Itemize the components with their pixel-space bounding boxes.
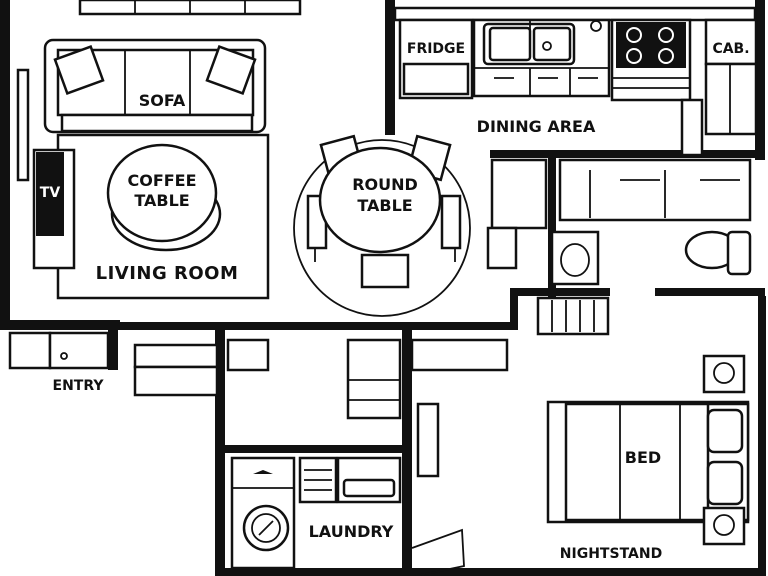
coffee-table-label-line2: TABLE	[134, 191, 189, 210]
bed: BED	[546, 400, 750, 524]
kitchen-counter	[472, 18, 611, 98]
fridge: FRIDGE	[398, 18, 474, 100]
laundry-label: LAUNDRY	[309, 522, 394, 541]
coffee-table-label-line1: COFFEE	[127, 171, 196, 190]
living-room: SOFA COFFEE TABLE TV LIVING ROOM	[16, 0, 302, 300]
living-room-label: LIVING ROOM	[96, 263, 239, 284]
nightstand-label: NIGHTSTAND	[560, 546, 662, 562]
sofa: SOFA	[43, 38, 267, 134]
tv-label: TV	[40, 185, 61, 201]
bathroom	[486, 158, 752, 336]
dining-area: ROUND TABLE	[293, 134, 471, 317]
bedroom: BED NIGHTSTAND	[546, 354, 750, 562]
laundry: LAUNDRY	[230, 456, 465, 576]
tv: TV	[16, 68, 76, 270]
entry: ENTRY	[8, 331, 270, 397]
dining-area-label: DINING AREA	[477, 117, 596, 136]
hall-closet	[346, 338, 509, 478]
cabinet: CAB.	[704, 18, 758, 136]
sofa-label: SOFA	[139, 91, 186, 110]
nightstand-top	[702, 354, 746, 394]
nightstand-bottom	[702, 506, 746, 546]
stove	[610, 18, 692, 102]
fridge-label: FRIDGE	[407, 41, 465, 57]
entry-label: ENTRY	[53, 378, 105, 394]
bed-label: BED	[625, 448, 661, 467]
round-table-label-line2: TABLE	[357, 196, 412, 215]
kitchen: FRIDGE	[393, 6, 758, 157]
round-table-label-line1: ROUND	[352, 175, 418, 194]
cabinet-label: CAB.	[712, 41, 749, 57]
coffee-table: COFFEE TABLE	[106, 143, 222, 252]
round-table: ROUND TABLE	[306, 134, 462, 289]
